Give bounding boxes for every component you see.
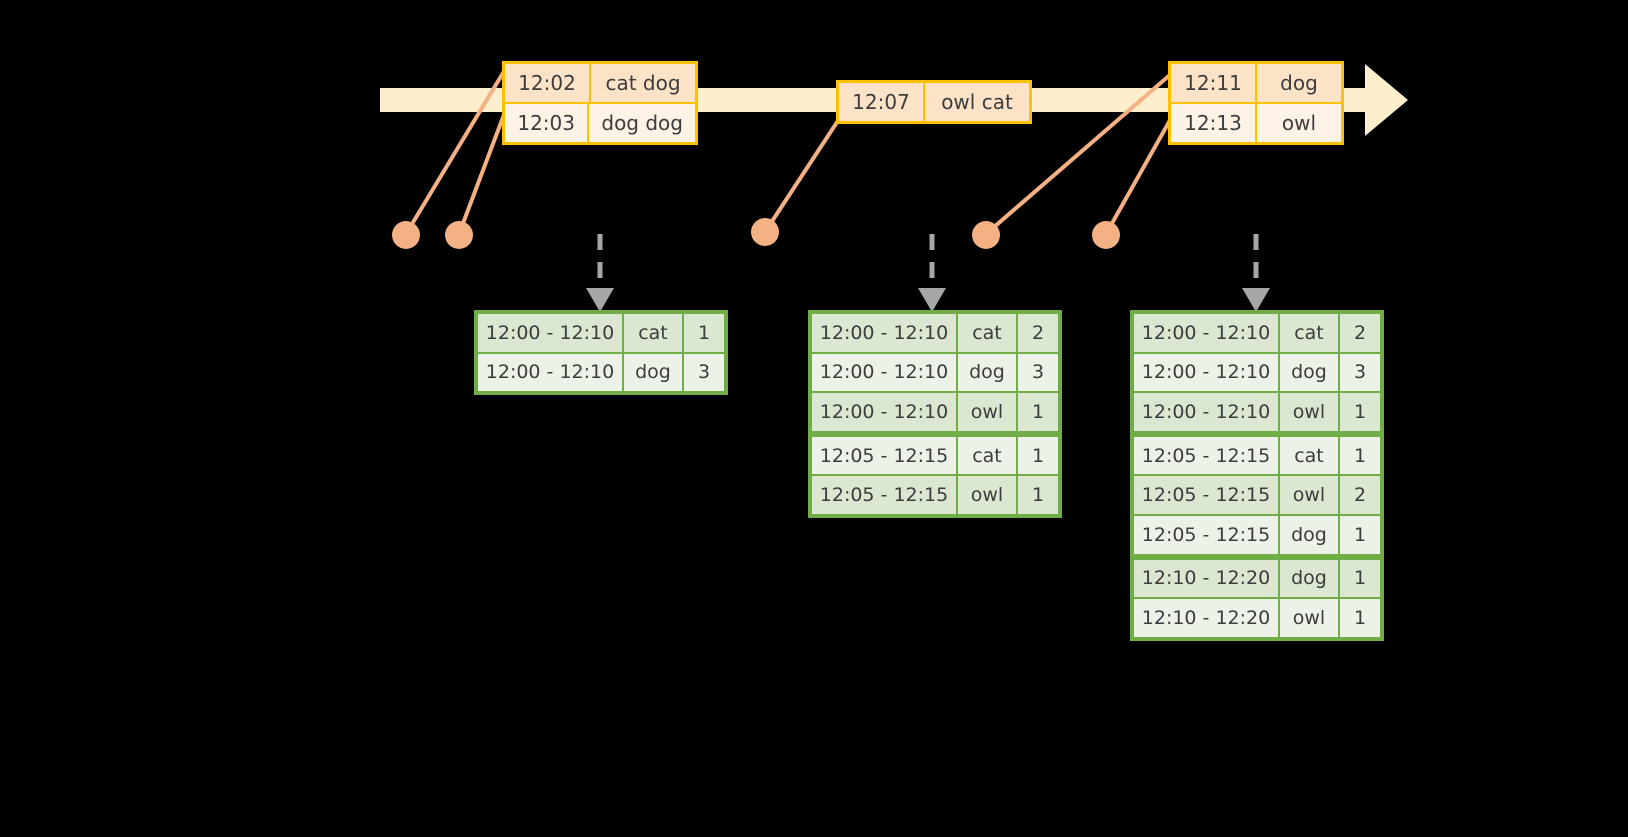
events-group-1: 12:02 cat dog 12:03 dog dog: [502, 61, 698, 145]
cell-key: cat: [958, 436, 1018, 475]
cell-window: 12:00 - 12:10: [812, 393, 958, 431]
dashed-arrow-3-head: [1242, 288, 1270, 312]
connector-line-1: [404, 66, 508, 236]
events-group-2: 12:07 owl cat: [836, 80, 1032, 124]
cell-window: 12:00 - 12:10: [812, 353, 958, 392]
cell-window: 12:00 - 12:10: [1134, 393, 1280, 431]
cell-key: owl: [1280, 393, 1340, 431]
cell-count: 1: [1353, 567, 1367, 590]
event-dot-5: [1092, 221, 1120, 249]
event-time: 12:02: [505, 64, 591, 102]
cell-count: 3: [1353, 361, 1367, 384]
cell-key: dog: [1280, 559, 1340, 598]
cell-key: owl: [958, 393, 1018, 431]
cell-key: dog: [1280, 353, 1340, 392]
connector-line-3: [763, 108, 847, 234]
cell-count: 2: [1031, 321, 1045, 344]
cell-window: 12:00 - 12:10: [478, 314, 624, 352]
event-words: cat dog: [605, 71, 681, 95]
cell-key: dog: [958, 353, 1018, 392]
event-row[interactable]: 12:11 dog: [1171, 64, 1341, 102]
cell-key: cat: [1280, 436, 1340, 475]
cell-window: 12:05 - 12:15: [1134, 515, 1280, 554]
cell-key: owl: [1280, 599, 1340, 637]
event-time: 12:13: [1171, 104, 1257, 142]
cell-count: 1: [1353, 606, 1367, 629]
cell-count: 1: [1353, 400, 1367, 423]
cell-key: cat: [958, 314, 1018, 352]
cell-window: 12:00 - 12:10: [1134, 353, 1280, 392]
event-dots: [392, 218, 1120, 249]
event-dot-2: [445, 221, 473, 249]
event-row[interactable]: 12:03 dog dog: [505, 102, 695, 142]
cell-count: 3: [1031, 361, 1045, 384]
cell-count: 3: [697, 361, 711, 384]
cell-key: owl: [1280, 476, 1340, 514]
event-words: dog dog: [601, 111, 683, 135]
event-dot-4: [972, 221, 1000, 249]
cell-window: 12:05 - 12:15: [1134, 476, 1280, 514]
cell-window: 12:05 - 12:15: [1134, 436, 1280, 475]
cell-window: 12:05 - 12:15: [812, 476, 958, 514]
cell-count: 1: [1353, 444, 1367, 467]
cell-window: 12:00 - 12:10: [1134, 314, 1280, 352]
dashed-arrow-1-head: [586, 288, 614, 312]
cell-count: 1: [1031, 400, 1045, 423]
event-words: dog: [1280, 71, 1318, 95]
cell-key: dog: [624, 353, 684, 392]
cell-key: dog: [1280, 515, 1340, 554]
cell-key: cat: [624, 314, 684, 352]
cell-window: 12:10 - 12:20: [1134, 559, 1280, 598]
event-dot-1: [392, 221, 420, 249]
event-words: owl cat: [941, 90, 1013, 114]
cell-count: 2: [1353, 484, 1367, 507]
event-row[interactable]: 12:13 owl: [1171, 102, 1341, 142]
event-time: 12:11: [1171, 64, 1257, 102]
cell-count: 2: [1353, 321, 1367, 344]
connector-line-2: [457, 102, 510, 236]
cell-window: 12:00 - 12:10: [812, 314, 958, 352]
event-row[interactable]: 12:02 cat dog: [505, 64, 695, 102]
events-group-3: 12:11 dog 12:13 owl: [1168, 61, 1344, 145]
cell-key: owl: [958, 476, 1018, 514]
event-words: owl: [1281, 111, 1317, 135]
dashed-arrow-heads: [586, 288, 1270, 312]
dashed-arrow-2-head: [918, 288, 946, 312]
cell-window: 12:00 - 12:10: [478, 353, 624, 392]
cell-count: 1: [1353, 523, 1367, 546]
cell-count: 1: [1031, 444, 1045, 467]
event-dot-3: [751, 218, 779, 246]
event-row[interactable]: 12:07 owl cat: [839, 83, 1029, 121]
dashed-arrows: [597, 234, 1259, 290]
cell-window: 12:05 - 12:15: [812, 436, 958, 475]
event-time: 12:07: [839, 83, 925, 121]
event-time: 12:03: [505, 104, 590, 142]
cell-count: 1: [1031, 484, 1045, 507]
cell-window: 12:10 - 12:20: [1134, 599, 1280, 637]
cell-count: 1: [697, 321, 711, 344]
cell-key: cat: [1280, 314, 1340, 352]
